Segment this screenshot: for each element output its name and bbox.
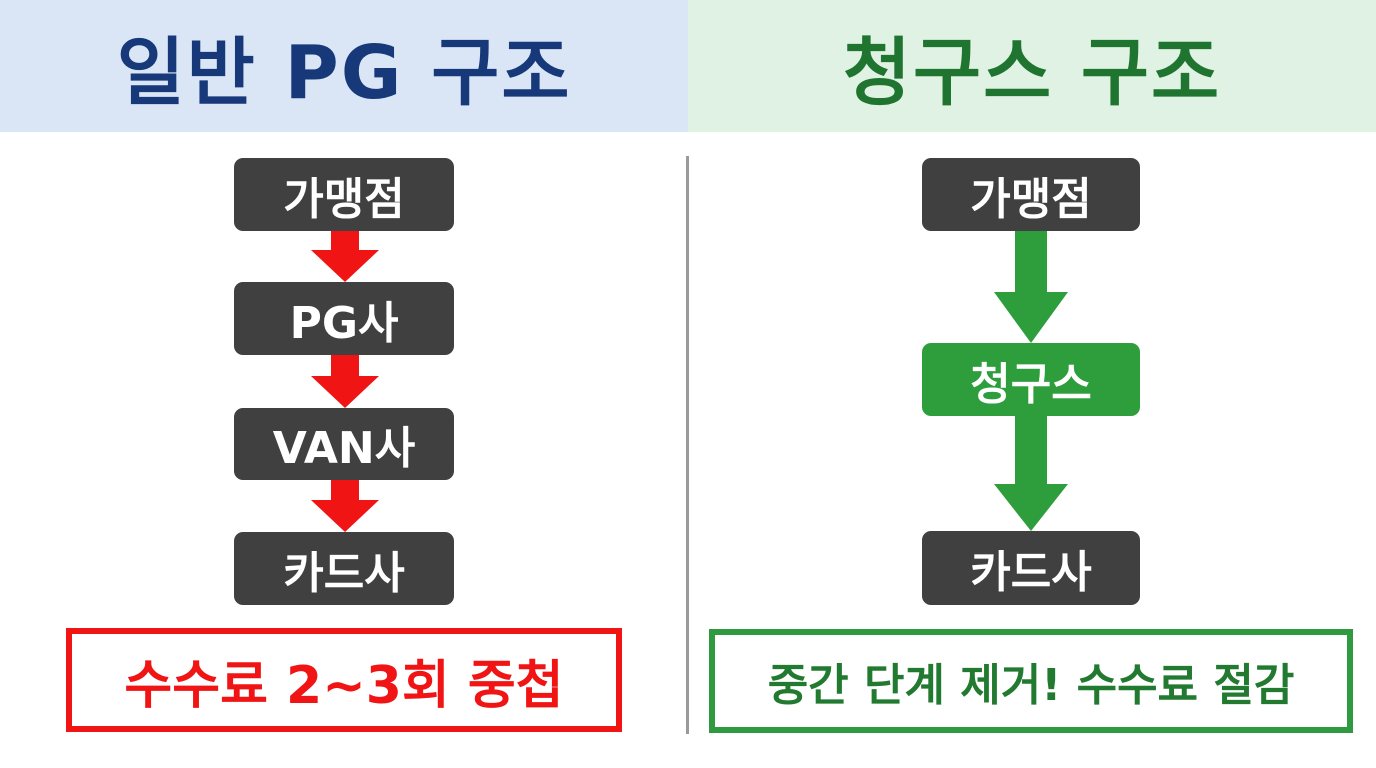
left-title: 일반 PG 구조 bbox=[0, 0, 688, 132]
left-arrow-2 bbox=[311, 355, 379, 408]
right-arrow-1 bbox=[994, 231, 1068, 343]
right-node-card: 카드사 bbox=[922, 531, 1140, 605]
left-callout: 수수료 2~3회 중첩 bbox=[66, 628, 622, 732]
left-node-card: 카드사 bbox=[234, 532, 454, 605]
left-node-van: VAN사 bbox=[234, 408, 454, 480]
right-title: 청구스 구조 bbox=[688, 0, 1376, 132]
right-arrow-2 bbox=[994, 416, 1068, 531]
right-node-cheongus: 청구스 bbox=[922, 343, 1140, 416]
right-node-merchant: 가맹점 bbox=[922, 158, 1140, 231]
left-arrow-1 bbox=[311, 231, 379, 282]
left-arrow-3 bbox=[311, 480, 379, 532]
center-divider bbox=[686, 156, 689, 734]
left-node-merchant: 가맹점 bbox=[234, 158, 454, 231]
left-node-pg: PG사 bbox=[234, 282, 454, 355]
right-callout: 중간 단계 제거! 수수료 절감 bbox=[709, 629, 1353, 733]
